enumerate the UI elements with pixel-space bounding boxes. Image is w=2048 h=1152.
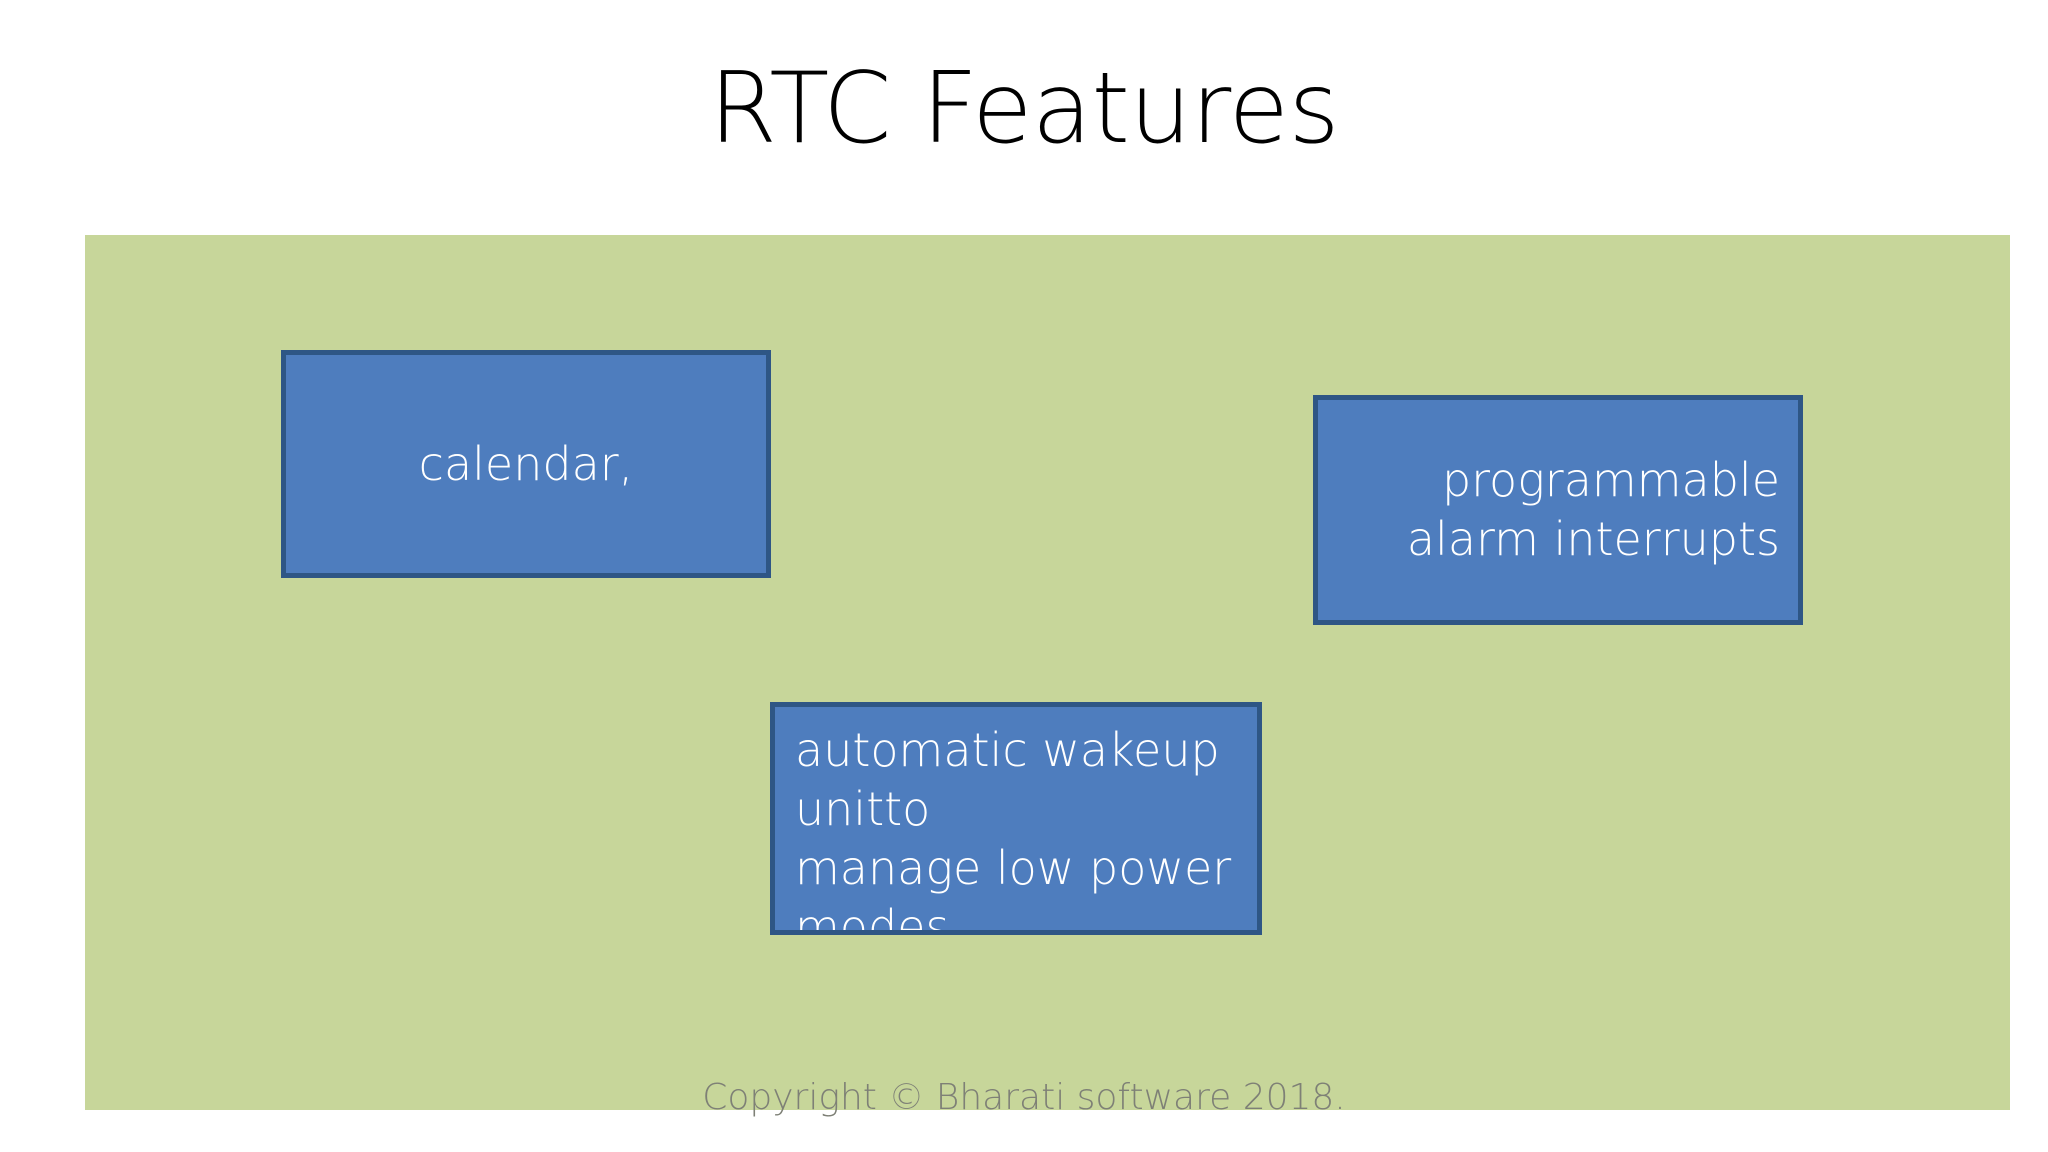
content-panel: calendar, programmable alarm interrupts … [85, 235, 2010, 1110]
page-title: RTC Features [708, 52, 1340, 166]
feature-box-calendar-label: calendar, [418, 436, 634, 491]
feature-box-alarm-interrupts-label: programmable alarm interrupts [1406, 453, 1780, 566]
feature-box-alarm-interrupts[interactable]: programmable alarm interrupts [1313, 395, 1803, 625]
feature-box-wakeup-unit[interactable]: automatic wakeup unitto manage low power… [770, 702, 1262, 935]
feature-box-wakeup-unit-label: automatic wakeup unitto manage low power… [795, 723, 1232, 935]
feature-box-calendar[interactable]: calendar, [281, 350, 771, 578]
footer-copyright: Copyright © Bharati software 2018. [702, 1077, 1346, 1118]
